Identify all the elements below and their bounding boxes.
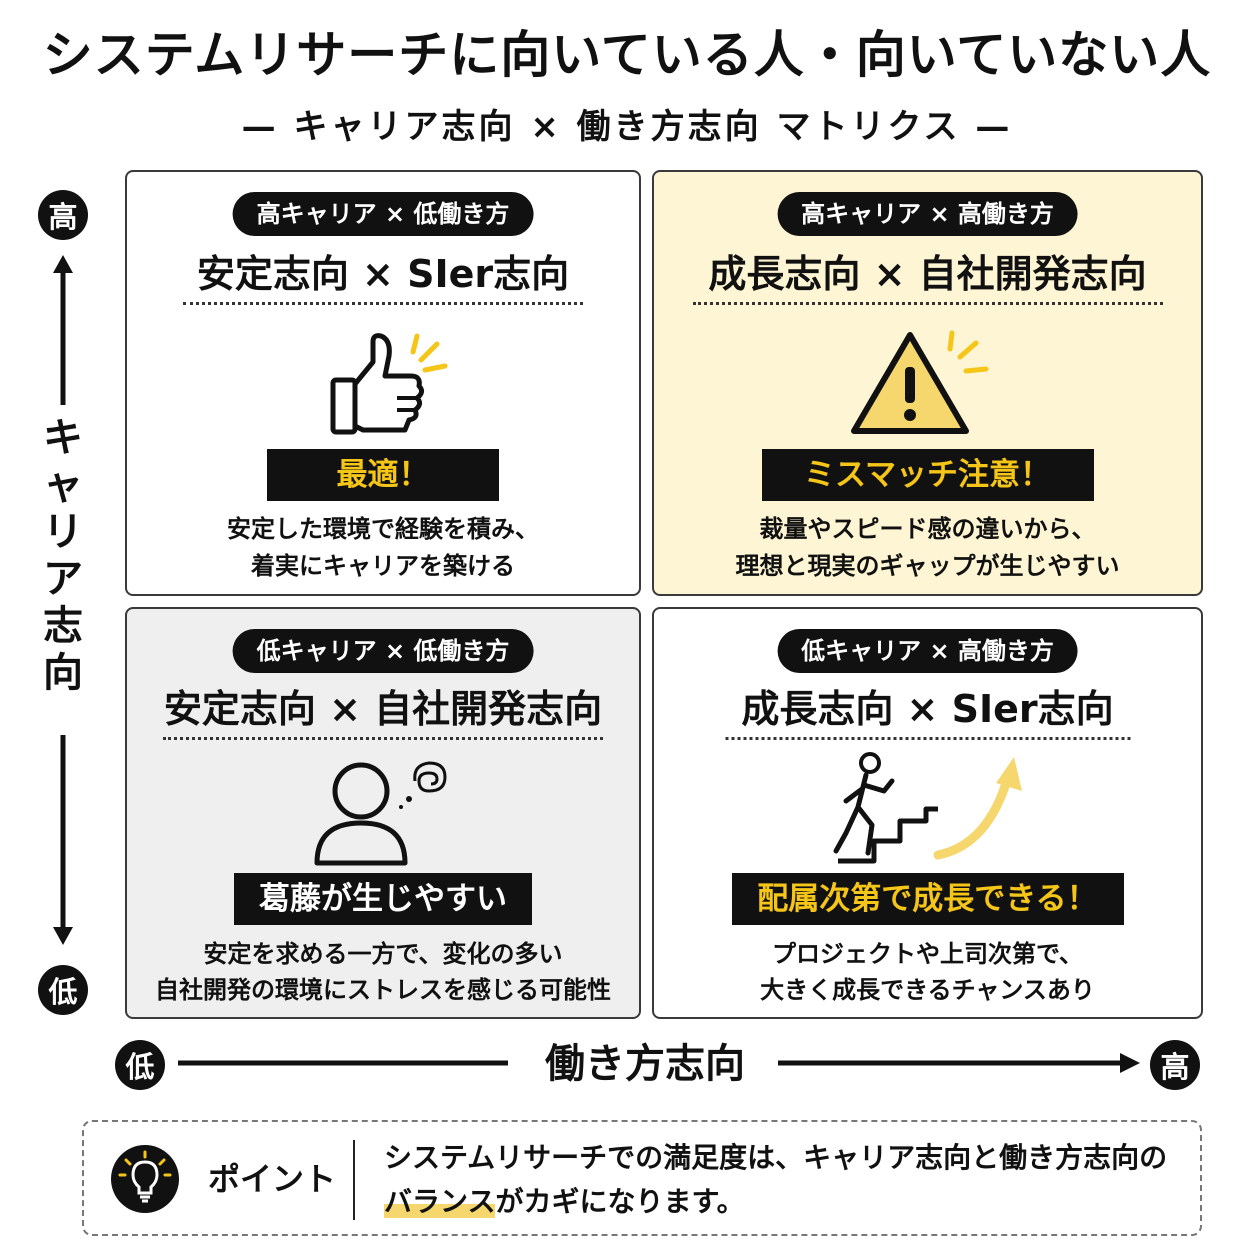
thumbs-up-icon [330,333,448,435]
page-title: システムリサーチに向いている人・向いていない人 [42,26,1212,84]
quadrant-desc-line2: 自社開発の環境にストレスを感じる可能性 [155,976,611,1004]
point-label: ポイント [208,1160,337,1198]
quadrant-tag: 低キャリア × 低働き方 [232,629,534,673]
quadrant-desc-line1: プロジェクトや上司次第で、 [771,940,1084,968]
quadrant-desc-line2: 理想と現実のギャップが生じやすい [735,552,1120,580]
point-divider [353,1140,355,1220]
x-axis-high-badge: 高 [1150,1040,1200,1090]
quadrant-heading: 成長志向 × 自社開発志向 [708,252,1147,296]
dotted-divider [163,737,603,740]
quadrant-heading: 成長志向 × SIer志向 [741,687,1114,731]
climbing-stairs-icon [833,752,1022,864]
quadrant-desc-line2: 着実にキャリアを築ける [251,552,515,580]
quadrant-desc-line1: 安定を求める一方で、変化の多い [203,940,563,968]
verdict-banner: ミスマッチ注意！ [761,449,1094,501]
quadrant-tag: 高キャリア × 低働き方 [232,192,534,236]
point-text-line1: システムリサーチでの満足度は、キャリア志向と働き方志向の [384,1141,1168,1174]
y-axis-high-badge: 高 [38,190,88,240]
x-axis-left-line [178,1060,508,1066]
verdict-banner: 葛藤が生じやすい [234,873,532,925]
dotted-divider [725,737,1130,740]
quadrant-desc-line1: 裁量やスピード感の違いから、 [759,515,1096,543]
quadrant-desc-line2: 大きく成長できるチャンスあり [760,976,1095,1004]
y-axis-down-arrow [53,735,73,945]
quadrant-tag: 高キャリア × 高働き方 [777,192,1078,236]
quadrant-heading: 安定志向 × SIer志向 [196,252,570,296]
y-axis-low-badge: 低 [38,965,88,1015]
point-box: ポイント システムリサーチでの満足度は、キャリア志向と働き方志向の バランスがカ… [82,1120,1202,1236]
lightbulb-icon [111,1145,179,1213]
stressed-person-icon [314,761,447,866]
x-axis-low-badge: 低 [115,1040,165,1090]
verdict-banner: 配属次第で成長できる！ [731,873,1124,925]
y-axis-label: キャリア志向 [43,415,83,696]
quadrant-top-left: 高キャリア × 低働き方 安定志向 × SIer志向 最適！ 安定した環境で経験… [125,170,641,596]
x-axis-right-arrow [778,1053,1140,1073]
verdict-banner: 最適！ [267,449,499,501]
warning-icon [850,330,988,434]
dotted-divider [183,302,583,305]
quadrant-heading: 安定志向 × 自社開発志向 [163,687,603,731]
quadrant-bottom-left: 低キャリア × 低働き方 安定志向 × 自社開発志向 葛藤が生じやすい 安定を求… [125,607,641,1019]
quadrant-tag: 低キャリア × 高働き方 [777,629,1078,673]
x-axis-label: 働き方志向 [545,1041,745,1087]
point-text-rest: がカギになります。 [495,1185,745,1218]
y-axis-up-arrow [53,255,73,405]
quadrant-top-right: 高キャリア × 高働き方 成長志向 × 自社開発志向 ミスマッチ注意！ 裁量やス… [652,170,1203,596]
quadrant-desc-line1: 安定した環境で経験を積み、 [227,515,539,543]
dotted-divider [692,302,1163,305]
point-text-highlight: バランス [384,1185,496,1218]
page-subtitle: — キャリア志向 × 働き方志向 マトリクス — [241,107,1013,147]
point-text: システムリサーチでの満足度は、キャリア志向と働き方志向の バランスがカギになりま… [384,1136,1184,1224]
quadrant-bottom-right: 低キャリア × 高働き方 成長志向 × SIer志向 配属次第で成長できる！ プ… [652,607,1203,1019]
